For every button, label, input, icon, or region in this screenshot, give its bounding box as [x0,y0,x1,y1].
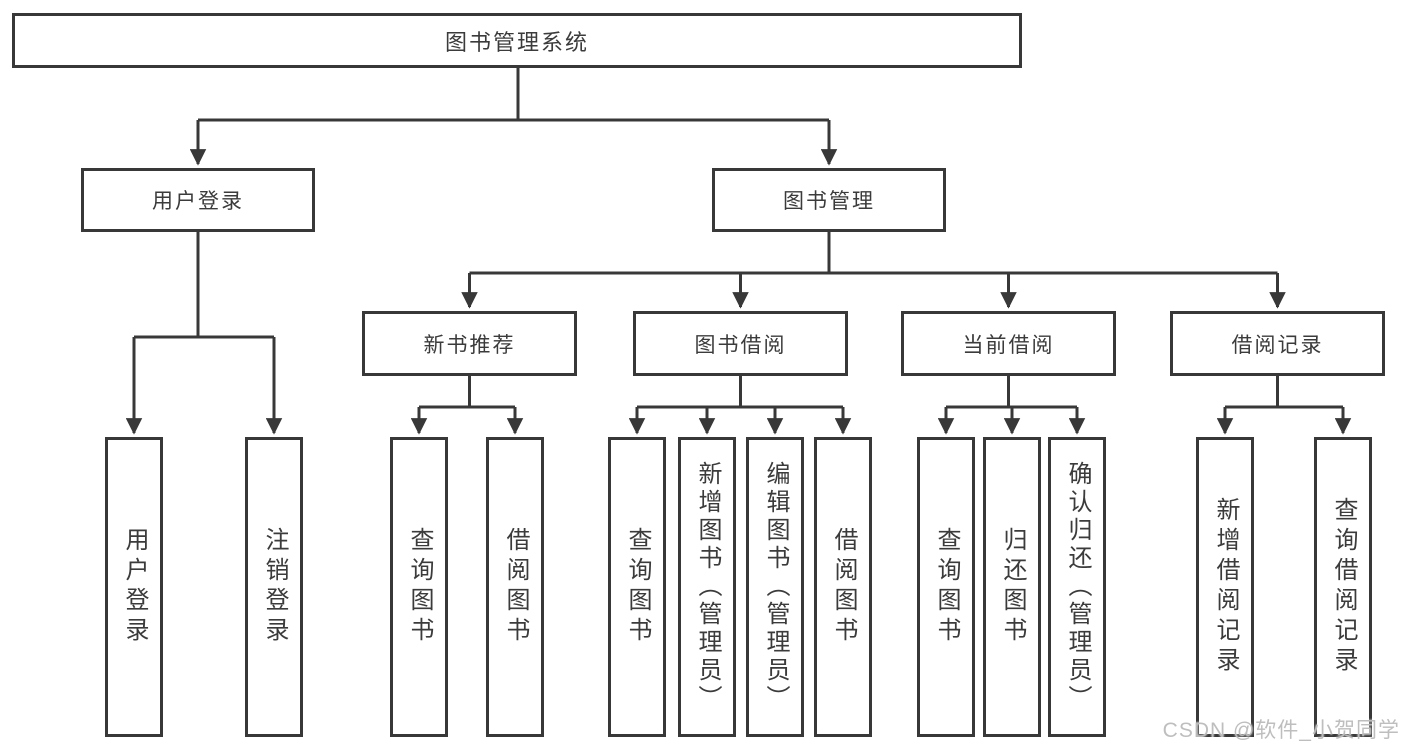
leaf-recommend-borrow-books: 借阅图书 [486,437,544,737]
node-current-borrowing: 当前借阅 [901,311,1116,376]
leaf-add-books-admin: 新增图书（管理员） [678,437,736,737]
leaf-add-borrow-record: 新增借阅记录 [1196,437,1254,737]
csdn-watermark: CSDN @软件_小贺同学 [1162,719,1400,742]
node-borrowing-records: 借阅记录 [1170,311,1385,376]
leaf-return-books: 归还图书 [983,437,1041,737]
leaf-logout: 注销登录 [245,437,303,737]
node-system-root: 图书管理系统 [12,13,1022,68]
node-book-borrowing: 图书借阅 [633,311,848,376]
node-book-management: 图书管理 [712,168,946,232]
node-new-book-recommend: 新书推荐 [362,311,577,376]
leaf-borrowing-query-books: 查询图书 [608,437,666,737]
leaf-current-query-books: 查询图书 [917,437,975,737]
leaf-user-login: 用户登录 [105,437,163,737]
leaf-borrowing-borrow-books: 借阅图书 [814,437,872,737]
leaf-confirm-return-admin: 确认归还（管理员） [1048,437,1106,737]
leaf-query-borrow-record: 查询借阅记录 [1314,437,1372,737]
leaf-recommend-query-books: 查询图书 [390,437,448,737]
node-user-login: 用户登录 [81,168,315,232]
leaf-edit-books-admin: 编辑图书（管理员） [746,437,804,737]
